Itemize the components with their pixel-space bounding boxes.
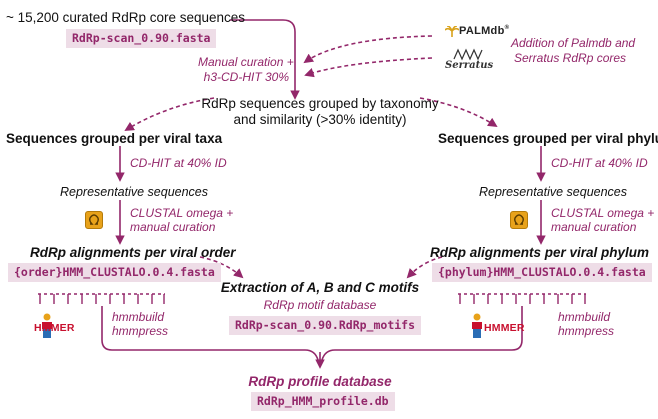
right-clustal-line1: CLUSTAL omega + [551,206,655,220]
motifs-title: Extraction of A, B and C motifs [220,280,420,295]
addition-note-line1: Addition of Palmdb and [511,36,636,50]
motif-db-file: RdRp-scan_0.90.RdRp_motifs [229,316,422,336]
profile-title: RdRp profile database [248,374,392,389]
scan-fasta-file: RdRp-scan_0.90.fasta [66,29,217,49]
left-hmm-line1: hmmbuild [112,310,165,324]
palmdb-logo: PALMdb® [459,25,510,37]
left-hmmer-logo: HMMER [34,322,75,334]
hmmer-person-icon [40,313,54,339]
right-hmm-line1: hmmbuild [558,310,611,324]
palm-leaf-icon [444,25,460,37]
connector-grouping-right [419,97,498,128]
connector-grouping-left [124,97,215,132]
addition-note-line2: Serratus RdRp cores [514,51,627,65]
clustal-omega-icon [85,211,103,229]
right-alignments-file: {phylum}HMM_CLUSTALO.0.4.fasta [432,263,652,283]
right-representative-label: Representative sequences [479,185,628,199]
left-alignments-file: {order}HMM_CLUSTALO.0.4.fasta [8,263,221,283]
connector-serratus-dashed [304,57,433,78]
connector-header-to-curation [230,19,300,100]
grouping-line2: and similarity (>30% identity) [233,112,407,127]
motif-db-label: RdRp motif database [263,298,377,312]
curation-line2: h3-CD-HIT 30% [203,70,289,84]
grouping-line1: RdRp sequences grouped by taxonomy [201,96,439,111]
curation-line1: Manual curation + [198,55,294,69]
alignment-stripes-right [458,293,586,304]
connector-left-hmm [101,306,319,361]
right-cdhit-label: CD-HIT at 40% ID [551,156,648,170]
right-hmmer-logo: HMMER [484,322,525,334]
right-hmm-line2: hmmpress [558,324,615,338]
connector-palmdb-dashed [303,35,433,64]
profile-file: RdRp_HMM_profile.db [251,392,395,412]
clustal-omega-icon-right [510,211,528,229]
left-alignments-title: RdRp alignments per viral order [30,245,236,260]
left-branch-title: Sequences grouped per viral taxa [6,131,223,146]
serratus-mark-icon [452,47,486,61]
left-representative-label: Representative sequences [60,185,209,199]
right-branch-title: Sequences grouped per viral phylum [438,131,658,146]
left-hmm-line2: hmmpress [112,324,169,338]
hmmer-person-icon-right [470,313,484,339]
right-clustal-line2: manual curation [551,220,637,234]
connector-right-hmm [321,306,523,361]
left-clustal-line1: CLUSTAL omega + [130,206,234,220]
connector-right-to-motifs [406,256,443,279]
left-cdhit-label: CD-HIT at 40% ID [130,156,227,170]
right-alignments-title: RdRp alignments per viral phylum [430,245,650,260]
connector-left-to-motifs [199,256,244,279]
serratus-logo: Serratus [445,60,494,71]
alignment-stripes-left [38,293,165,304]
left-clustal-line2: manual curation [130,220,216,234]
curated-sequences-label: ~ 15,200 curated RdRp core sequences [6,10,246,25]
